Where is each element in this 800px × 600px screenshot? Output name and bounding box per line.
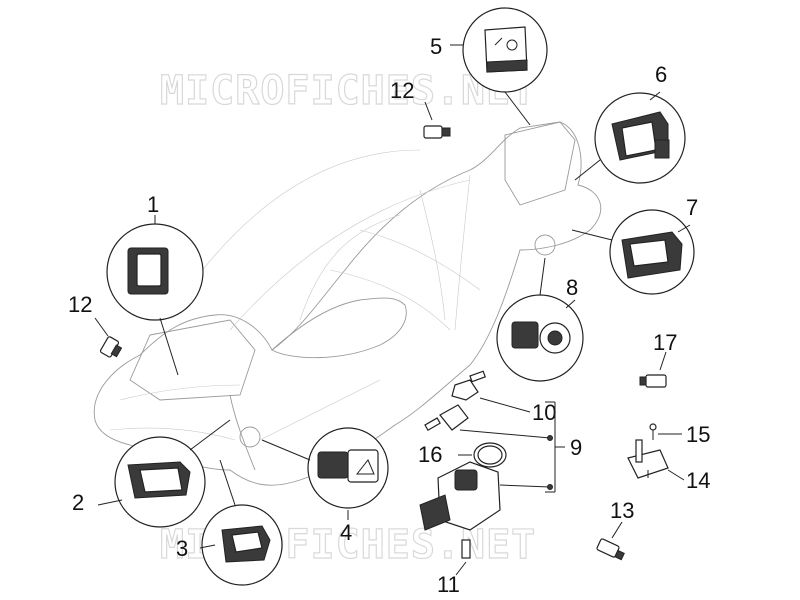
label-8: 8	[566, 275, 578, 300]
part-5-switch	[450, 7, 548, 126]
label-13: 13	[610, 498, 634, 523]
part-8-socket	[496, 257, 584, 382]
part-13-bulb	[596, 521, 625, 561]
label-14: 14	[686, 468, 710, 493]
part-2-switch	[97, 419, 231, 528]
label-4: 4	[340, 520, 352, 545]
part-9-ignition-switch	[419, 401, 565, 531]
label-15: 15	[686, 422, 710, 447]
label-3: 3	[176, 536, 188, 561]
label-5: 5	[430, 34, 442, 59]
part-17-bulb	[639, 351, 667, 388]
part-12-bulb-top	[423, 101, 451, 139]
label-10: 10	[532, 400, 556, 425]
label-6: 6	[655, 62, 667, 87]
part-1-switch	[106, 215, 204, 376]
part-16-ring	[458, 442, 507, 468]
part-10-keys	[424, 370, 551, 439]
part-6-switch-block	[574, 91, 686, 184]
label-17: 17	[653, 330, 677, 355]
label-1: 1	[147, 192, 159, 217]
label-2: 2	[72, 490, 84, 515]
label-12-top: 12	[390, 78, 414, 103]
part-15-screw	[649, 423, 682, 440]
label-11: 11	[437, 572, 460, 597]
part-7-switch	[571, 209, 695, 295]
part-11-screw	[455, 539, 471, 576]
part-3-switch	[199, 459, 283, 586]
label-12-left: 12	[68, 292, 92, 317]
scooter-body-outline	[93, 121, 602, 486]
part-4-hazard-switch	[261, 427, 389, 520]
label-7: 7	[686, 195, 698, 220]
part-14-bracket	[627, 439, 685, 481]
label-16: 16	[418, 442, 442, 467]
part-12-bulb-left	[94, 317, 123, 358]
label-9: 9	[570, 435, 582, 460]
